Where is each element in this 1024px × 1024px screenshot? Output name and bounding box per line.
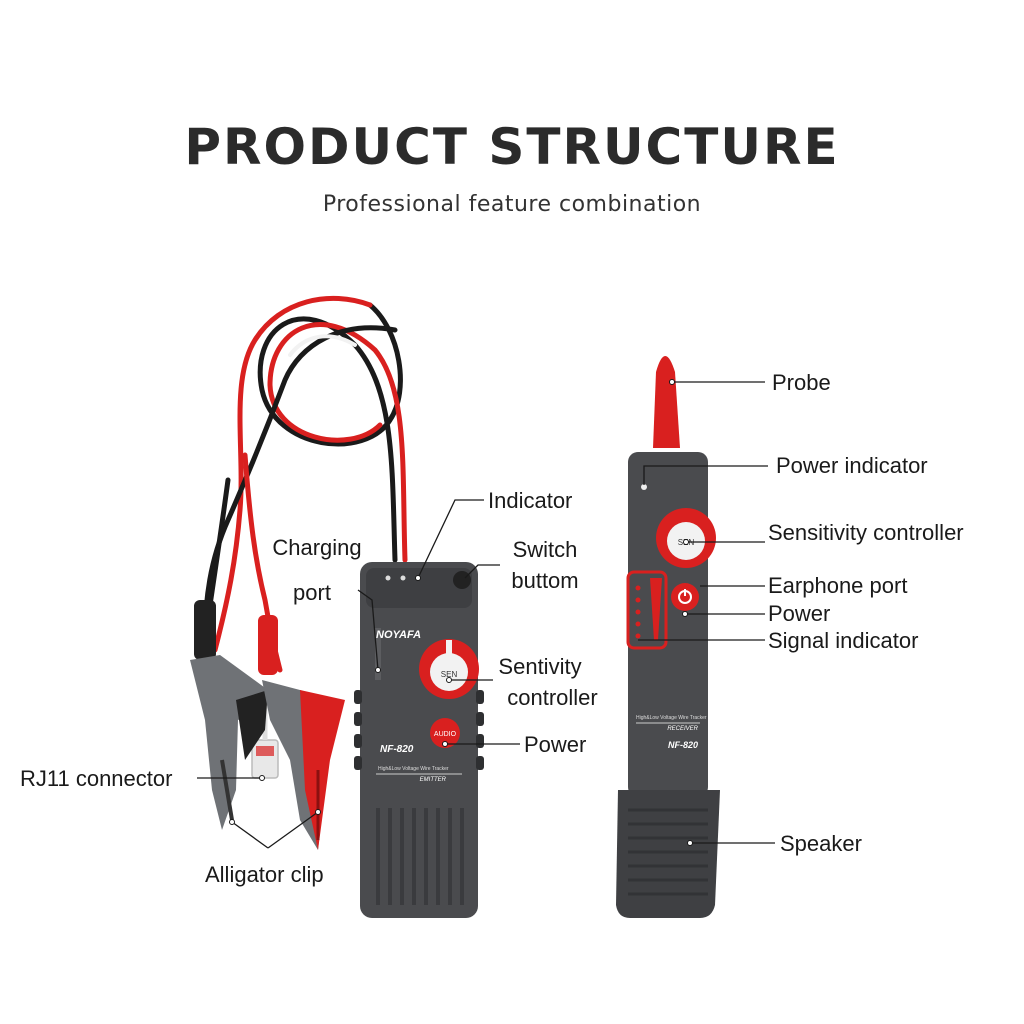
- label-emitter-power: Power: [524, 732, 587, 757]
- label-rj11-connector: RJ11 connector: [20, 766, 173, 791]
- label-receiver-power: Power: [768, 601, 831, 626]
- receiver-power-button: [671, 583, 699, 611]
- emitter-switch-knob: [453, 571, 471, 589]
- label-earphone-port: Earphone port: [768, 573, 908, 598]
- receiver-probe: [653, 356, 680, 448]
- page-title: PRODUCT STRUCTURE: [184, 118, 840, 176]
- receiver-tagline: High&Low Voltage Wire Tracker: [636, 715, 707, 721]
- emitter-tagline: High&Low Voltage Wire Tracker: [378, 766, 449, 772]
- receiver-speaker: [616, 790, 720, 918]
- label-probe: Probe: [772, 370, 831, 395]
- signal-leds: [635, 585, 641, 639]
- callout-lines: [197, 381, 775, 849]
- emitter-led-1: [385, 575, 391, 581]
- receiver-device: SEN High&Low Voltage Wire Tracker RECEIV…: [616, 356, 720, 918]
- emitter-side-grips: [354, 690, 484, 770]
- emitter-led-2: [400, 575, 406, 581]
- label-switch-button-line2: buttom: [511, 568, 579, 593]
- signal-indicator-frame: [626, 570, 668, 650]
- emitter-brand: NOYAFA: [376, 629, 421, 641]
- label-switch-button-line1: Switch: [512, 537, 578, 562]
- emitter-audio-text: AUDIO: [434, 731, 457, 738]
- receiver-device-name: RECEIVER: [667, 726, 698, 732]
- receiver-power-led: [641, 484, 647, 490]
- label-speaker: Speaker: [780, 831, 862, 856]
- receiver-model: NF-820: [668, 740, 698, 750]
- emitter-model: NF-820: [380, 744, 414, 755]
- speaker-grille: [628, 808, 708, 896]
- callout-dots: [229, 379, 693, 846]
- label-indicator: Indicator: [488, 488, 573, 513]
- emitter-knob-text: SEN: [441, 670, 458, 679]
- label-sensitivity-line1: Sentivity: [498, 654, 582, 679]
- label-sensitivity-line2: controller: [507, 685, 598, 710]
- emitter-grip-ribs: [376, 808, 464, 905]
- label-signal-indicator: Signal indicator: [768, 628, 919, 653]
- label-power-indicator: Power indicator: [776, 453, 928, 478]
- black-alligator-clip: [190, 600, 268, 830]
- emitter-device: SEN AUDIO NOYAFA NF-820 High&Low Voltage…: [354, 562, 484, 918]
- emitter-audio-button: [430, 718, 460, 748]
- emitter-device-name: EMITTER: [420, 777, 447, 783]
- label-sensitivity-controller: Sensitivity controller: [768, 520, 964, 545]
- red-alligator-clip: [258, 615, 345, 850]
- label-charging-port-line1: Charging: [272, 535, 362, 560]
- label-alligator-clip: Alligator clip: [205, 862, 324, 887]
- label-charging-port-line2: port: [293, 580, 331, 605]
- page-subtitle: Professional feature combination: [322, 192, 702, 217]
